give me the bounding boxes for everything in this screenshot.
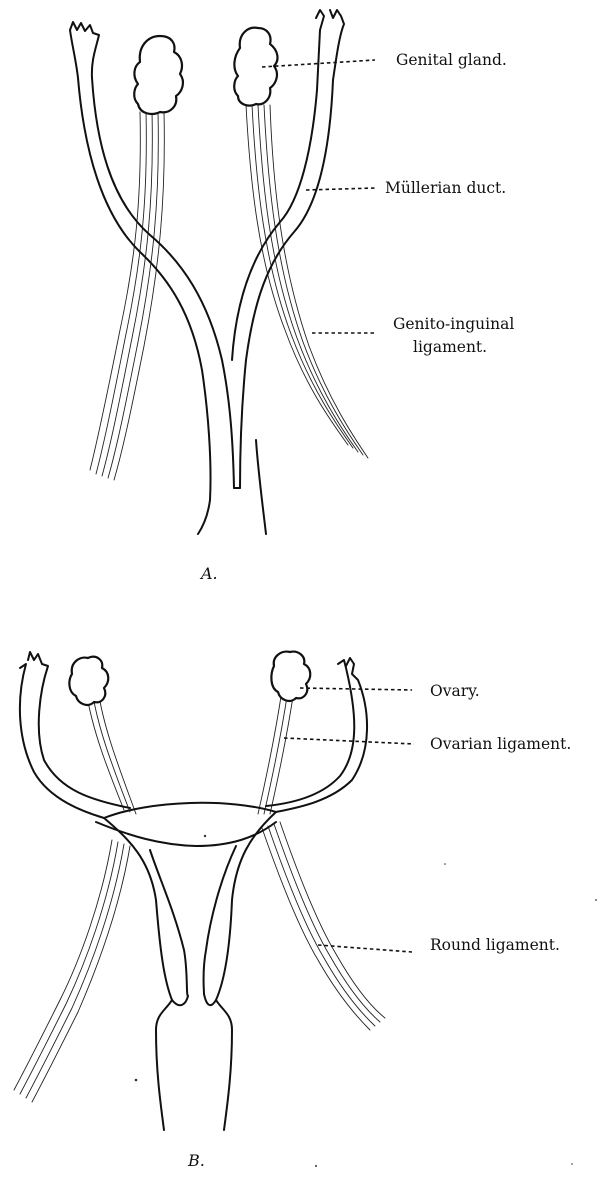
left-ovary (69, 657, 108, 705)
print-specks (135, 835, 597, 1167)
round-ligament-leader (318, 945, 412, 952)
right-round-ligament (262, 822, 385, 1030)
mullerian-duct-label: Müllerian duct. (385, 179, 506, 197)
ovary-label: Ovary. (430, 682, 480, 700)
genital-gland-label: Genital gland. (396, 51, 507, 69)
ovarian-ligament-label: Ovarian ligament. (430, 735, 571, 753)
vagina (156, 1000, 232, 1130)
round-ligament-label: Round ligament. (430, 936, 560, 954)
left-ovarian-ligament (86, 690, 136, 814)
figure-a: Genital gland. Müllerian duct. Genito-in… (70, 10, 514, 583)
left-round-ligament (14, 840, 130, 1102)
figure-b: Ovary. Ovarian ligament. Round ligament.… (14, 652, 571, 1170)
genito-inguinal-label-line2: ligament. (413, 338, 487, 356)
genito-inguinal-label-line1: Genito-inguinal (393, 315, 514, 333)
uterus (96, 803, 276, 1005)
ovarian-ligament-leader (284, 738, 414, 744)
figure-b-caption: B. (187, 1151, 205, 1170)
figure-a-caption: A. (199, 564, 218, 583)
left-genito-inguinal-ligament (90, 112, 164, 480)
ovary-leader (300, 688, 412, 690)
left-genital-gland (134, 36, 183, 114)
right-ovary (271, 652, 310, 701)
right-ovarian-ligament (258, 690, 294, 814)
